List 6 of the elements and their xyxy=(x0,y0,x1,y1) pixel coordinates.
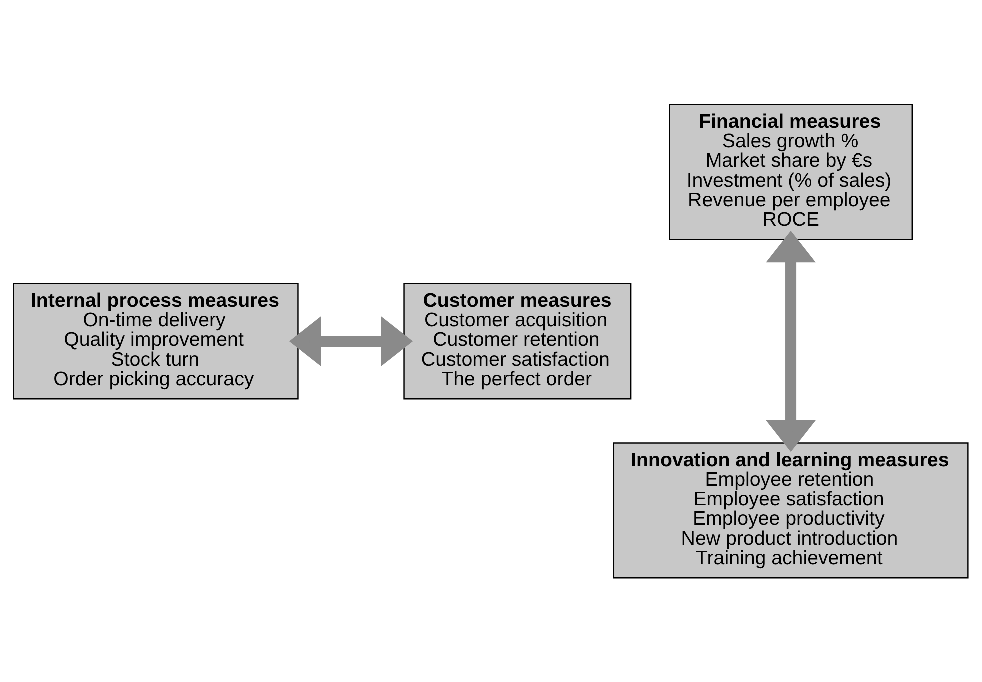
arrow xyxy=(289,316,414,366)
node-box: Financial measures Sales growth % Market share by €s Investment (% of sales) Revenue per employee ROCE xyxy=(669,104,914,240)
node-box: Innovation and learning measures Employee retention Employee satisfaction Employee productivity New product introduction Training achievement xyxy=(613,442,969,578)
arrow xyxy=(766,230,816,452)
node-box: Customer measures Customer acquisition Customer retention Customer satisfaction The perfect order xyxy=(404,282,632,400)
node-box: Internal process measures On-time delivery Quality improvement Stock turn Order picking accuracy xyxy=(13,282,299,400)
